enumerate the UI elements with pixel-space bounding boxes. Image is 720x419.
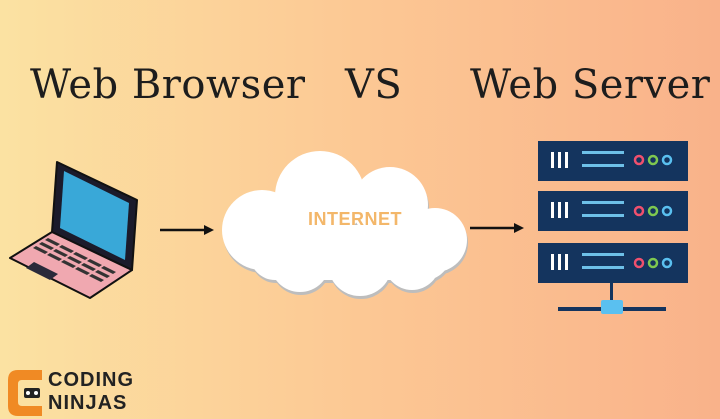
laptop-icon (9, 161, 138, 299)
brand-name-line1: CODING (48, 369, 134, 391)
web-browser-heading: Web Browser (30, 62, 306, 108)
coding-ninjas-logo-icon (8, 370, 42, 416)
brand-name-line2: NINJAS (48, 392, 128, 414)
vs-heading: VS (345, 62, 403, 108)
arrow-right-icon (470, 223, 524, 233)
server-unit (538, 191, 688, 231)
web-server-heading: Web Server (470, 62, 711, 108)
server-unit (538, 141, 688, 181)
cloud-icon (222, 151, 468, 299)
arrow-right-icon (160, 225, 214, 235)
server-unit (538, 243, 688, 283)
server-rack-icon (538, 141, 688, 314)
internet-label: INTERNET (308, 209, 402, 229)
